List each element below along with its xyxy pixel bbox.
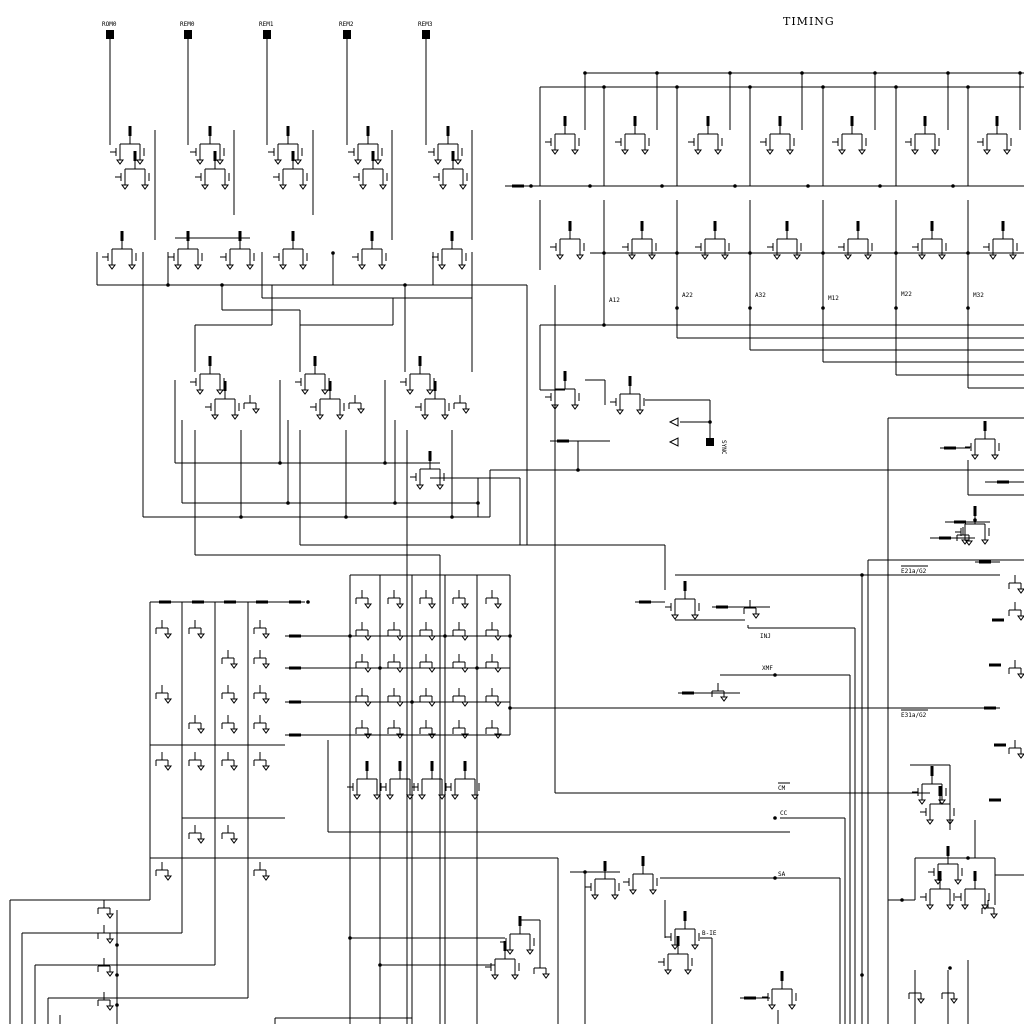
pad-rem0: [184, 30, 192, 39]
pad-label-rem3: REM3: [418, 21, 433, 28]
pad-label-rem1: REM1: [259, 21, 274, 28]
central-signals: INJ XMF CM CC SA E21a/G2 E31a/G2: [510, 285, 1024, 1024]
diagram-title: TIMING: [783, 15, 835, 28]
input-pads: ROM0 REM0 REM1 REM2 REM3: [102, 21, 433, 145]
decode-stages: [143, 355, 1024, 1024]
sync-output: SYNC: [540, 370, 727, 470]
sync-pad-label: SYNC: [720, 440, 727, 455]
signal-label-inj: INJ: [760, 633, 771, 640]
timing-chain: A12 A22 A32 M12 M22 M32: [505, 72, 1024, 390]
signal-label-bus: B-IE: [702, 930, 717, 937]
pad-label-rom0: ROM0: [102, 21, 117, 28]
signal-label-cc: CC: [780, 810, 788, 817]
input-buffers: [96, 125, 528, 545]
junction-dots: [115, 71, 1022, 1007]
pad-rem2: [343, 30, 351, 39]
signal-label-e21: E21a/G2: [901, 568, 927, 575]
decoder-matrix: [149, 574, 790, 1024]
right-stages: [887, 417, 1024, 1024]
stage-label-m32: M32: [973, 292, 984, 299]
output-chain: [9, 899, 248, 1024]
stage-label-a32: A32: [755, 292, 766, 299]
signal-label-xmf: XMF: [762, 665, 773, 672]
stage-label-m12: M12: [828, 295, 839, 302]
signal-label-sa: SA: [778, 871, 786, 878]
bottom-stages: B-IE: [150, 855, 797, 1024]
pad-label-rem0: REM0: [180, 21, 195, 28]
stage-label-a12: A12: [609, 297, 620, 304]
stage-label-m22: M22: [901, 291, 912, 298]
pad-rom0: [106, 30, 114, 39]
sync-pad: [706, 438, 714, 446]
stage-label-a22: A22: [682, 292, 693, 299]
pad-rem3: [422, 30, 430, 39]
pad-rem1: [263, 30, 271, 39]
signal-label-e31: E31a/G2: [901, 712, 927, 719]
pad-label-rem2: REM2: [339, 21, 354, 28]
signal-label-cm: CM: [778, 785, 786, 792]
